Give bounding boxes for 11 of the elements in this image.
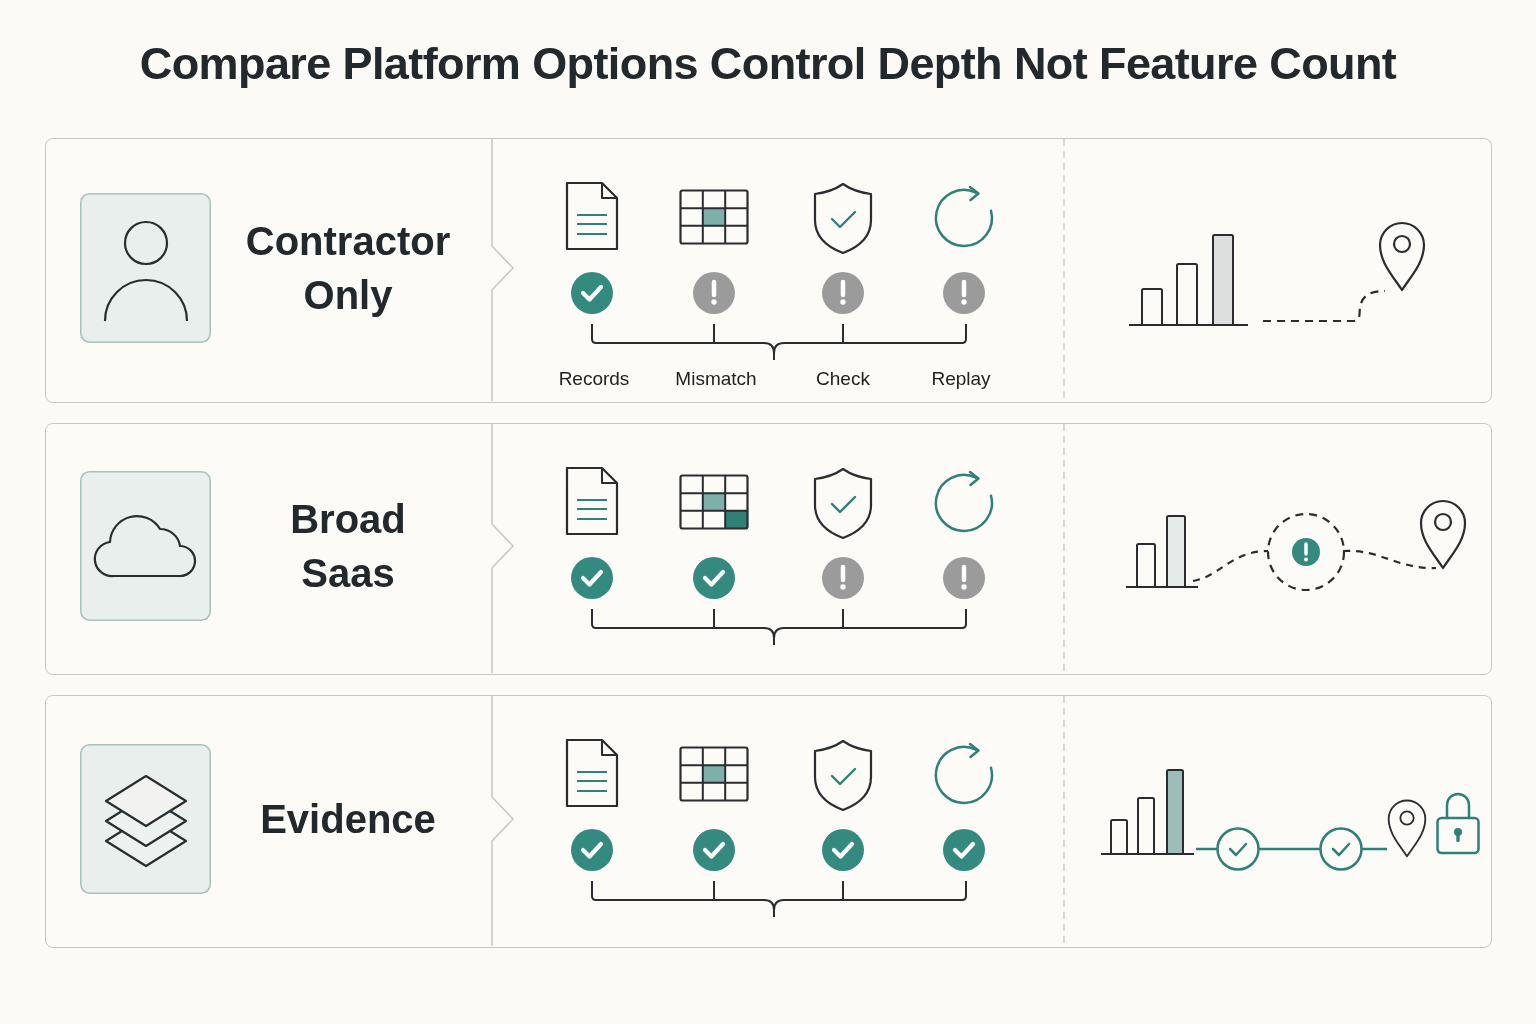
title: Compare Platform Options Control Depth Not Feature Count [139,37,1397,91]
row-panel [45,138,1492,403]
column-label: Records [558,367,630,391]
column-label: Check [816,367,870,391]
row-panel [45,423,1492,675]
column-label: Mismatch [675,367,757,391]
column-label: Replay [931,367,991,391]
row-title: Evidence [259,796,437,843]
row-title: Broad Saas [289,496,407,597]
row-title: Contractor Only [244,218,452,319]
row-panel [45,695,1492,948]
